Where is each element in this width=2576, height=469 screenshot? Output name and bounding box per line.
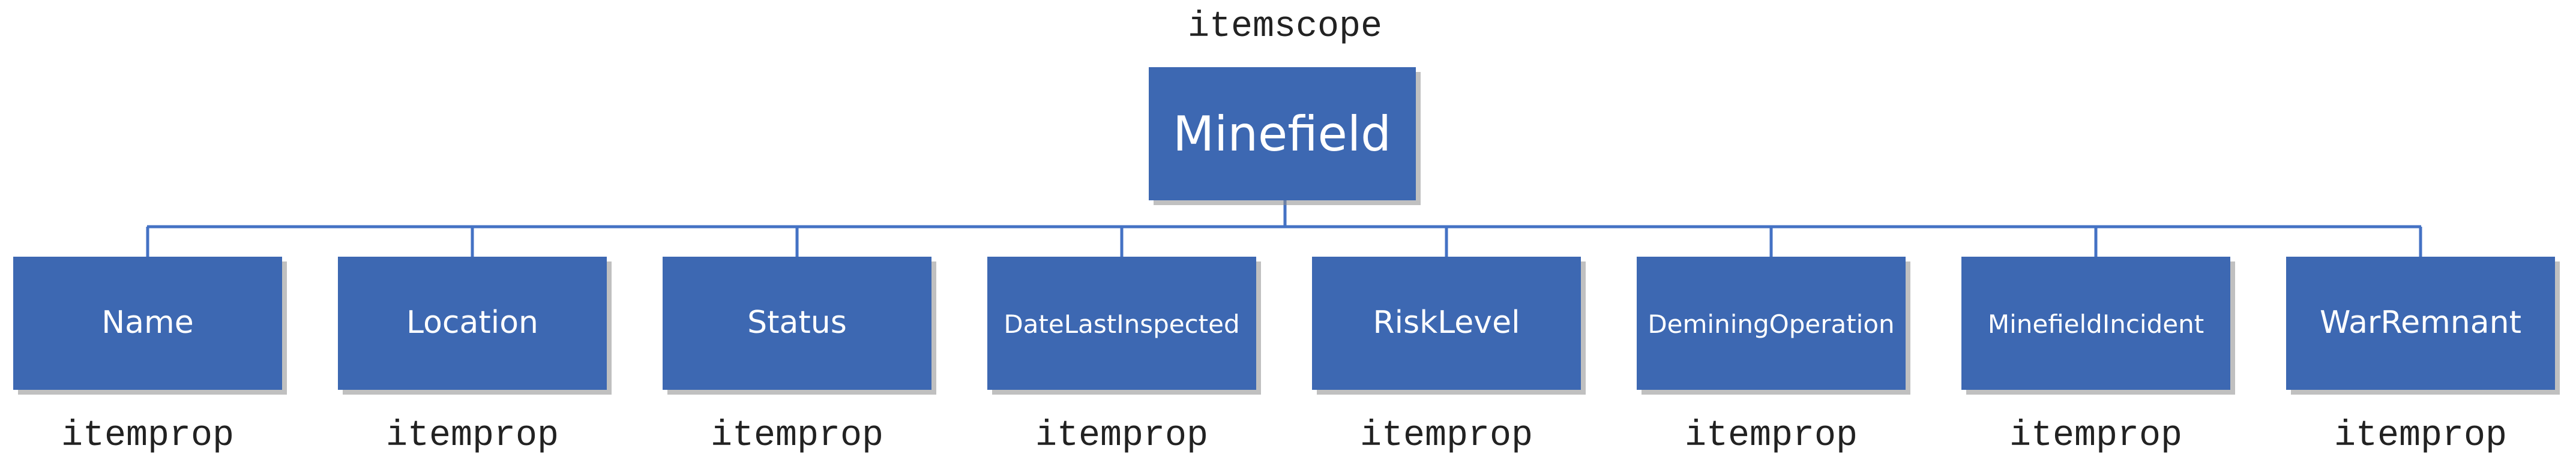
child-label-war-remnant: WarRemnant xyxy=(2320,305,2521,341)
child-node-minefield-incident: MinefieldIncident itemprop xyxy=(1961,257,2235,456)
child-label-location: Location xyxy=(406,305,538,341)
child-node-date-last-inspected: DateLastInspected itemprop xyxy=(987,257,1261,456)
root-label: Minefield xyxy=(1173,106,1391,162)
root-node: Minefield xyxy=(1149,67,1421,205)
child-node-name: Name itemprop xyxy=(13,257,287,456)
child-box-demining-operation xyxy=(1637,257,1906,390)
child-label-status: Status xyxy=(747,305,847,341)
child-box-risk-level xyxy=(1312,257,1581,390)
child-label-demining-operation: DeminingOperation xyxy=(1648,309,1894,339)
child-label-minefield-incident: MinefieldIncident xyxy=(1988,309,2204,339)
child-annotation-minefield-incident: itemprop xyxy=(2009,416,2182,456)
child-label-risk-level: RiskLevel xyxy=(1373,305,1520,341)
connector-lines xyxy=(146,200,2422,257)
child-box-name xyxy=(13,257,282,390)
child-label-name: Name xyxy=(101,305,193,341)
child-box-status xyxy=(663,257,931,390)
child-node-war-remnant: WarRemnant itemprop xyxy=(2286,257,2560,456)
child-box-location xyxy=(338,257,607,390)
child-node-location: Location itemprop xyxy=(338,257,612,456)
child-annotation-risk-level: itemprop xyxy=(1360,416,1533,456)
child-annotation-date-last-inspected: itemprop xyxy=(1035,416,1208,456)
child-node-status: Status itemprop xyxy=(663,257,936,456)
child-nodes: Name itemprop Location itemprop Status itempr… xyxy=(13,257,2560,456)
child-label-date-last-inspected: DateLastInspected xyxy=(1004,309,1239,339)
child-node-risk-level: RiskLevel itemprop xyxy=(1312,257,1586,456)
child-annotation-war-remnant: itemprop xyxy=(2334,416,2507,456)
child-annotation-name: itemprop xyxy=(61,416,234,456)
child-annotation-status: itemprop xyxy=(711,416,883,456)
root-annotation: itemscope xyxy=(1188,7,1382,47)
root-box xyxy=(1149,67,1416,200)
child-annotation-demining-operation: itemprop xyxy=(1685,416,1858,456)
child-annotation-location: itemprop xyxy=(386,416,559,456)
child-node-demining-operation: DeminingOperation itemprop xyxy=(1637,257,1910,456)
child-box-minefield-incident xyxy=(1961,257,2230,390)
child-box-date-last-inspected xyxy=(987,257,1256,390)
child-box-war-remnant xyxy=(2286,257,2555,390)
